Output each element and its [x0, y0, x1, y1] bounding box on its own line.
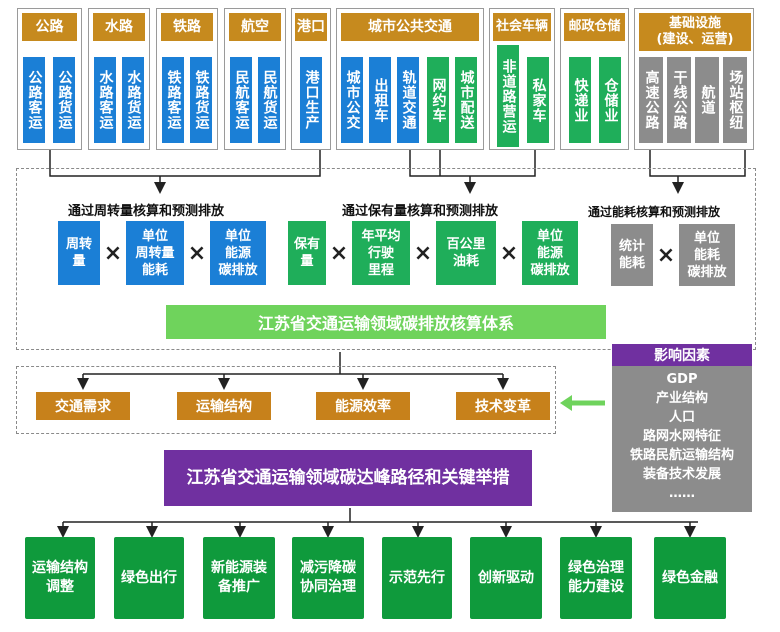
category-header: 社会车辆 — [493, 13, 551, 41]
leaf-box: 干线公路 — [667, 57, 691, 143]
category-railway: 铁路 铁路客运 铁路货运 — [156, 8, 218, 150]
group-title: 通过保有量核算和预测排放 — [342, 204, 499, 219]
pathway-title: 江苏省交通运输领域碳达峰路径和关键举措 — [164, 450, 532, 506]
operator: × — [103, 240, 123, 266]
calc-box: 单位 能源 碳排放 — [210, 221, 266, 285]
driver-box: 技术变革 — [456, 392, 550, 420]
category-header: 铁路 — [161, 13, 213, 41]
category-header: 基础设施 (建设、运营) — [639, 13, 751, 51]
measure-box: 减污降碳 协同治理 — [292, 537, 364, 619]
leaf-box: 民航客运 — [230, 57, 252, 143]
system-title: 江苏省交通运输领域碳排放核算体系 — [166, 305, 606, 339]
driver-box: 能源效率 — [316, 392, 410, 420]
leaf-box: 公路货运 — [53, 57, 75, 143]
accounting-frame — [16, 168, 756, 350]
leaf-box: 快递业 — [569, 57, 591, 143]
factor-item: 装备技术发展 — [642, 467, 721, 482]
leaf-box: 民航货运 — [258, 57, 280, 143]
factors-title: 影响因素 — [612, 344, 752, 366]
factors-list: GDP 产业结构 人口 路网水网特征 铁路民航运输结构 装备技术发展 …… — [612, 370, 752, 503]
leaf-box: 水路客运 — [94, 57, 116, 143]
factor-item: 产业结构 — [655, 391, 708, 406]
leaf-box: 港口生产 — [300, 57, 322, 143]
operator: × — [329, 240, 349, 266]
factor-item: …… — [669, 486, 695, 501]
leaf-box: 城市公交 — [341, 57, 363, 143]
calc-box: 单位 能耗 碳排放 — [679, 224, 735, 286]
operator: × — [413, 240, 433, 266]
calc-box: 年平均 行驶 里程 — [352, 221, 410, 285]
calc-box: 单位 能源 碳排放 — [522, 221, 578, 285]
leaf-box: 网约车 — [427, 57, 449, 143]
group-title: 通过周转量核算和预测排放 — [68, 204, 225, 219]
leaf-box: 公路客运 — [23, 57, 45, 143]
category-header: 航空 — [229, 13, 281, 41]
category-urban-transit: 城市公共交通 城市公交 出租车 轨道交通 网约车 城市配送 — [336, 8, 484, 150]
leaf-box: 场站枢纽 — [723, 57, 747, 143]
leaf-box: 轨道交通 — [397, 57, 419, 143]
calc-box: 周转 量 — [58, 221, 100, 285]
calc-box: 百公里 油耗 — [436, 221, 496, 285]
category-header: 水路 — [93, 13, 145, 41]
measure-box: 示范先行 — [382, 537, 452, 619]
factor-item: 路网水网特征 — [642, 429, 721, 444]
leaf-box: 铁路货运 — [190, 57, 212, 143]
operator: × — [499, 240, 519, 266]
category-header: 城市公共交通 — [341, 13, 479, 41]
leaf-box: 城市配送 — [455, 57, 477, 143]
operator: × — [656, 242, 676, 268]
factor-item: 铁路民航运输结构 — [629, 448, 734, 463]
category-header: 邮政仓储 — [564, 13, 625, 41]
measure-box: 新能源装 备推广 — [203, 537, 275, 619]
category-social-vehicles: 社会车辆 非道路营运 私家车 — [489, 8, 555, 150]
measure-box: 绿色治理 能力建设 — [560, 537, 632, 619]
leaf-box: 仓储业 — [599, 57, 621, 143]
category-postal-storage: 邮政仓储 快递业 仓储业 — [560, 8, 629, 150]
leaf-box: 出租车 — [369, 57, 391, 143]
category-waterway: 水路 水路客运 水路货运 — [88, 8, 150, 150]
group-title: 通过能耗核算和预测排放 — [588, 205, 721, 219]
category-infrastructure: 基础设施 (建设、运营) 高速公路 干线公路 航道 场站枢纽 — [634, 8, 754, 150]
calc-box: 统计 能耗 — [611, 224, 653, 286]
measure-box: 绿色出行 — [114, 537, 184, 619]
measure-box: 绿色金融 — [654, 537, 726, 619]
category-header: 公路 — [22, 13, 77, 41]
category-header: 港口 — [295, 13, 327, 41]
factor-item: GDP — [666, 372, 698, 387]
leaf-box: 高速公路 — [639, 57, 663, 143]
category-road: 公路 公路客运 公路货运 — [17, 8, 82, 150]
leaf-box: 铁路客运 — [162, 57, 184, 143]
operator: × — [187, 240, 207, 266]
category-port: 港口 港口生产 — [291, 8, 331, 150]
measure-box: 运输结构 调整 — [25, 537, 95, 619]
calc-box: 单位 周转量 能耗 — [126, 221, 184, 285]
leaf-box: 非道路营运 — [497, 45, 519, 147]
leaf-box: 水路货运 — [122, 57, 144, 143]
factors-panel: 影响因素 GDP 产业结构 人口 路网水网特征 铁路民航运输结构 装备技术发展 … — [612, 344, 752, 512]
drivers-frame — [16, 366, 556, 434]
leaf-box: 航道 — [695, 57, 719, 143]
driver-box: 交通需求 — [36, 392, 130, 420]
measure-box: 创新驱动 — [470, 537, 542, 619]
factor-item: 人口 — [668, 410, 695, 425]
calc-box: 保有 量 — [288, 221, 326, 285]
driver-box: 运输结构 — [177, 392, 271, 420]
category-aviation: 航空 民航客运 民航货运 — [224, 8, 286, 150]
leaf-box: 私家车 — [527, 57, 549, 143]
